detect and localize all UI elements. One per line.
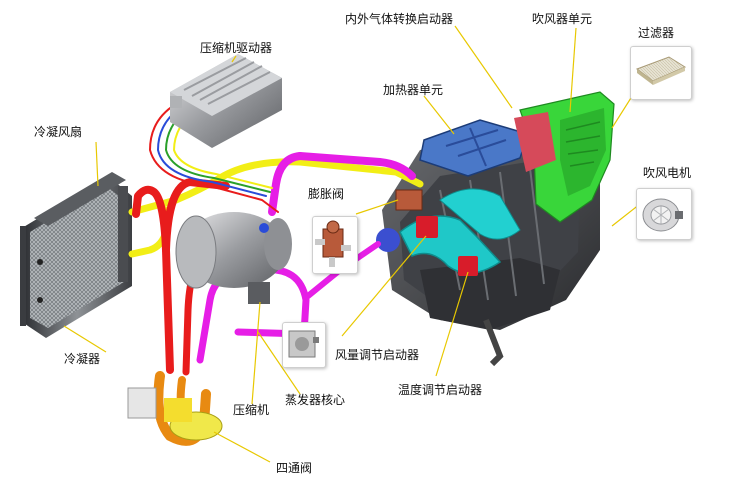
label-compressor-driver: 压缩机驱动器 bbox=[200, 41, 273, 55]
compressor-driver bbox=[170, 54, 282, 148]
motor-icon bbox=[642, 198, 683, 232]
label-blower-unit: 吹风器单元 bbox=[532, 12, 593, 26]
air-volume-actuator-thumbnail bbox=[282, 322, 326, 368]
hvac-module bbox=[376, 91, 615, 367]
label-expansion-valve: 膨胀阀 bbox=[308, 187, 345, 201]
filter-thumbnail bbox=[630, 46, 692, 100]
label-condenser-fan: 冷凝风扇 bbox=[34, 125, 83, 139]
filter-icon bbox=[635, 56, 687, 85]
four-way-valve bbox=[127, 387, 223, 441]
label-four-way-valve: 四通阀 bbox=[276, 461, 313, 475]
label-heater-unit: 加热器单元 bbox=[383, 83, 444, 97]
label-recirc-actuator: 内外气体转换启动器 bbox=[345, 12, 454, 26]
label-temp-actuator: 温度调节启动器 bbox=[398, 383, 483, 397]
leader-lines bbox=[63, 25, 641, 463]
expansion-valve-thumbnail bbox=[312, 216, 358, 274]
valve-icon bbox=[315, 220, 351, 267]
actuator-icon bbox=[288, 330, 319, 358]
refrigerant-pipes bbox=[128, 103, 424, 446]
condenser-fan bbox=[34, 172, 126, 226]
expansion-valve-part bbox=[395, 189, 423, 211]
blower-motor-thumbnail bbox=[636, 188, 692, 240]
label-air-volume-actuator: 风量调节启动器 bbox=[335, 348, 420, 362]
label-compressor: 压缩机 bbox=[233, 403, 270, 417]
label-evaporator-core: 蒸发器核心 bbox=[285, 393, 346, 407]
compressor bbox=[175, 212, 292, 304]
label-blower-motor: 吹风电机 bbox=[643, 166, 692, 180]
label-condenser: 冷凝器 bbox=[64, 352, 101, 366]
label-filter: 过滤器 bbox=[638, 26, 675, 40]
